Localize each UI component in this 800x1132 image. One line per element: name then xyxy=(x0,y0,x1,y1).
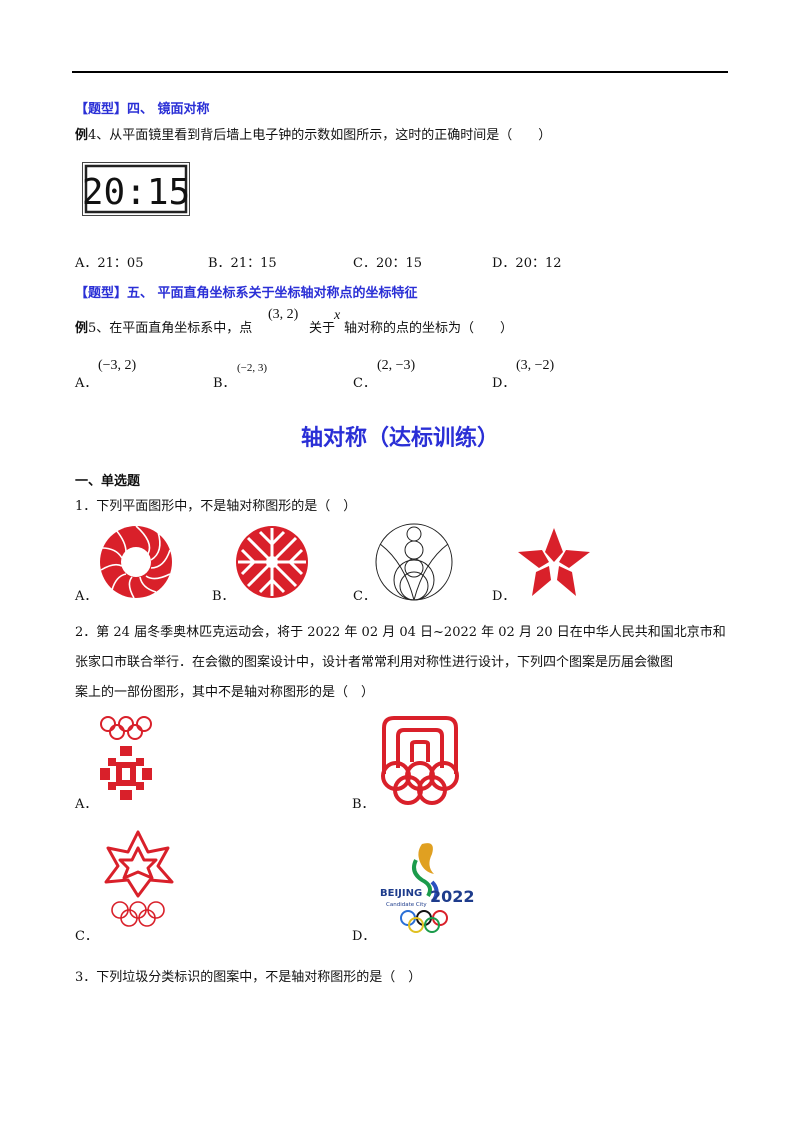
logo-sub-text: Candidate City xyxy=(386,902,427,908)
ex4-option-a: A．21：05 xyxy=(75,256,144,271)
ex5-option-a-value: (−3, 2) xyxy=(98,358,137,373)
question-1: 1．下列平面图形中，不是轴对称图形的是（ ） xyxy=(75,499,357,514)
beijing-2022-logo-d: BEIJING 2022 Candidate City xyxy=(376,838,476,936)
question-2-line-3: 案上的一部份图形，其中不是轴对称图形的是（ ） xyxy=(75,685,375,700)
question-2-line-2: 张家口市联合举行．在会徽的图案设计中，设计者常常利用对称性进行设计，下列四个图案… xyxy=(75,655,674,670)
spiral-ring-figure xyxy=(96,522,176,602)
example-4-text: 4、从平面镜里看到背后墙上电子钟的示数如图所示，这时的正确时间是（ ） xyxy=(88,128,552,143)
logo-beijing-text: BEIJING xyxy=(380,888,422,899)
ex4-option-c: C．20：15 xyxy=(353,256,423,271)
example-5-question: 例5、在平面直角坐标系中，点 xyxy=(75,321,253,336)
logo-year-text: 2022 xyxy=(430,887,475,906)
snowflake-rings-logo-a xyxy=(96,712,156,804)
arches-rings-logo-b xyxy=(376,714,464,806)
example-label: 例 xyxy=(75,128,89,143)
question-3: 3．下列垃圾分类标识的图案中，不是轴对称图形的是（ ） xyxy=(75,970,422,985)
snowflake-star-logo-c xyxy=(98,830,178,932)
header-rule xyxy=(72,71,728,73)
clock-digits: 20:15 xyxy=(82,172,190,213)
question-2-line-1: 2．第 24 届冬季奥林匹克运动会，将于 2022 年 02 月 04 日~20… xyxy=(75,625,726,640)
example-label: 例 xyxy=(75,321,89,336)
ex4-option-d: D．20：12 xyxy=(492,256,562,271)
example-4-question: 例4、从平面镜里看到背后墙上电子钟的示数如图所示，这时的正确时间是（ ） xyxy=(75,127,551,145)
ex5-option-d-value: (3, −2) xyxy=(516,358,555,373)
red-star-petals-figure xyxy=(514,522,594,602)
page-title: 轴对称（达标训练） xyxy=(300,426,499,451)
ex4-option-b: B．21：15 xyxy=(208,256,277,271)
section-heading: 一、单选题 xyxy=(75,474,141,489)
section-tag-5: 【题型】五、 平面直角坐标系关于坐标轴对称点的坐标特征 xyxy=(75,286,418,301)
nested-circles-figure xyxy=(374,522,454,602)
section-tag-4: 【题型】四、 镜面对称 xyxy=(75,102,210,117)
ex5-option-b-value: (−2, 3) xyxy=(237,362,268,374)
arrows-emblem-figure xyxy=(232,522,312,602)
point-coordinate: (3, 2) xyxy=(268,307,299,322)
axis-variable: x xyxy=(334,308,341,323)
digital-clock-figure: 20:15 xyxy=(82,162,190,216)
ex5-option-c-value: (2, −3) xyxy=(377,358,416,373)
